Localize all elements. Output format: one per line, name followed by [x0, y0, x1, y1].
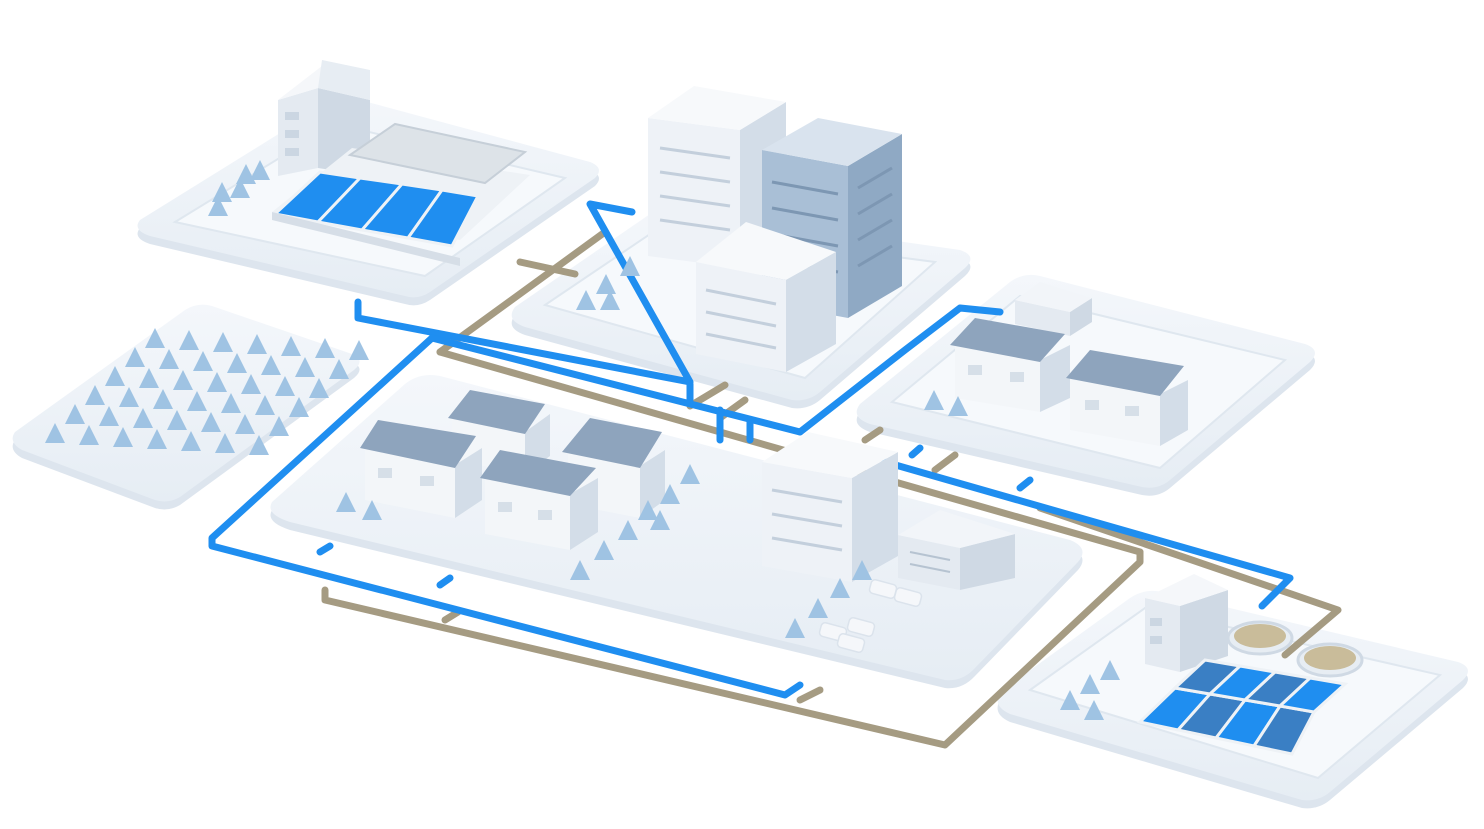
forest-tree — [147, 429, 167, 449]
forest-tree — [139, 368, 159, 388]
forest-tree — [173, 370, 193, 390]
clarifier-tanks — [1226, 620, 1364, 678]
office-block-front — [696, 222, 836, 372]
forest-tree — [315, 338, 335, 358]
sewer-pipe-branch2 — [796, 686, 824, 704]
forest-tree — [113, 427, 133, 447]
forest-tree — [145, 328, 165, 348]
forest-tree — [159, 349, 179, 369]
forest-tree — [227, 353, 247, 373]
forest-tree — [247, 334, 267, 354]
sewer-pipe-loop — [321, 548, 1144, 749]
trees-north — [924, 390, 968, 416]
forest-trees — [45, 328, 369, 455]
treatment-building — [278, 60, 370, 176]
forest-tree — [85, 385, 105, 405]
forest-tree — [153, 389, 173, 409]
sewer-pipe-branch1 — [441, 608, 462, 624]
forest-tree — [289, 397, 309, 417]
forest-tree — [187, 391, 207, 411]
trees-treatment — [208, 160, 270, 216]
forest-tree — [167, 410, 187, 430]
water-pipes — [208, 200, 1294, 699]
forest-tree — [235, 414, 255, 434]
downtown-buildings — [576, 86, 902, 372]
forest-tree — [349, 340, 369, 360]
residential-center-buildings — [336, 390, 1015, 653]
forest-tree — [207, 372, 227, 392]
forest-tree — [105, 366, 125, 386]
clean-water-basins — [271, 170, 481, 248]
forest-tree — [215, 433, 235, 453]
forest-tree — [179, 330, 199, 350]
forest-tree — [309, 378, 329, 398]
house-4 — [480, 450, 598, 550]
water-treatment-plant — [208, 60, 530, 266]
forest-tree — [133, 408, 153, 428]
parked-cars — [818, 579, 923, 653]
forest-tree — [193, 351, 213, 371]
sewer-pipe-cross — [516, 258, 579, 278]
forest-tree — [79, 425, 99, 445]
garage-building — [898, 510, 1015, 590]
forest-tree — [45, 423, 65, 443]
water-pipe-down — [686, 380, 754, 444]
forest-tree — [221, 393, 241, 413]
forest-tree — [249, 435, 269, 455]
water-pipe-central — [428, 334, 804, 436]
forest-tree — [329, 359, 349, 379]
forest-tree — [295, 357, 315, 377]
forest-tree — [65, 404, 85, 424]
sewer-pipes — [321, 228, 1342, 749]
forest-tree — [125, 347, 145, 367]
forest-tree — [181, 431, 201, 451]
trees-downtown — [576, 256, 640, 310]
aeration-basins — [1136, 658, 1349, 756]
sewer-pipe-north — [436, 228, 609, 356]
trees-center — [336, 464, 872, 638]
forest-tree — [241, 374, 261, 394]
apartment-block — [762, 432, 898, 582]
filter-basins — [271, 122, 530, 266]
house-b — [1066, 350, 1188, 446]
wastewater-building — [1145, 574, 1228, 672]
house-a — [950, 318, 1070, 412]
forest-tree — [255, 395, 275, 415]
wastewater-treatment-plant — [1060, 574, 1364, 756]
water-pipe-west-loop — [208, 334, 804, 699]
water-pipe-east — [881, 458, 1294, 610]
sewer-pipe-to-north — [686, 381, 959, 474]
forest-tree — [201, 412, 221, 432]
forest-tree — [275, 376, 295, 396]
forest-tree — [261, 355, 281, 375]
sewer-pipe-east — [1036, 504, 1342, 659]
water-pipe-northeast — [796, 304, 1004, 436]
forest-tree — [119, 387, 139, 407]
residential-north-buildings — [924, 282, 1188, 446]
forest-tree — [269, 416, 289, 436]
forest-tree — [281, 336, 301, 356]
forest-tree — [99, 406, 119, 426]
low-building — [1015, 282, 1092, 336]
forest-tree — [213, 332, 233, 352]
trees-wastewater — [1060, 660, 1120, 720]
house-2 — [360, 420, 482, 518]
water-pipe-branches — [316, 444, 1034, 589]
